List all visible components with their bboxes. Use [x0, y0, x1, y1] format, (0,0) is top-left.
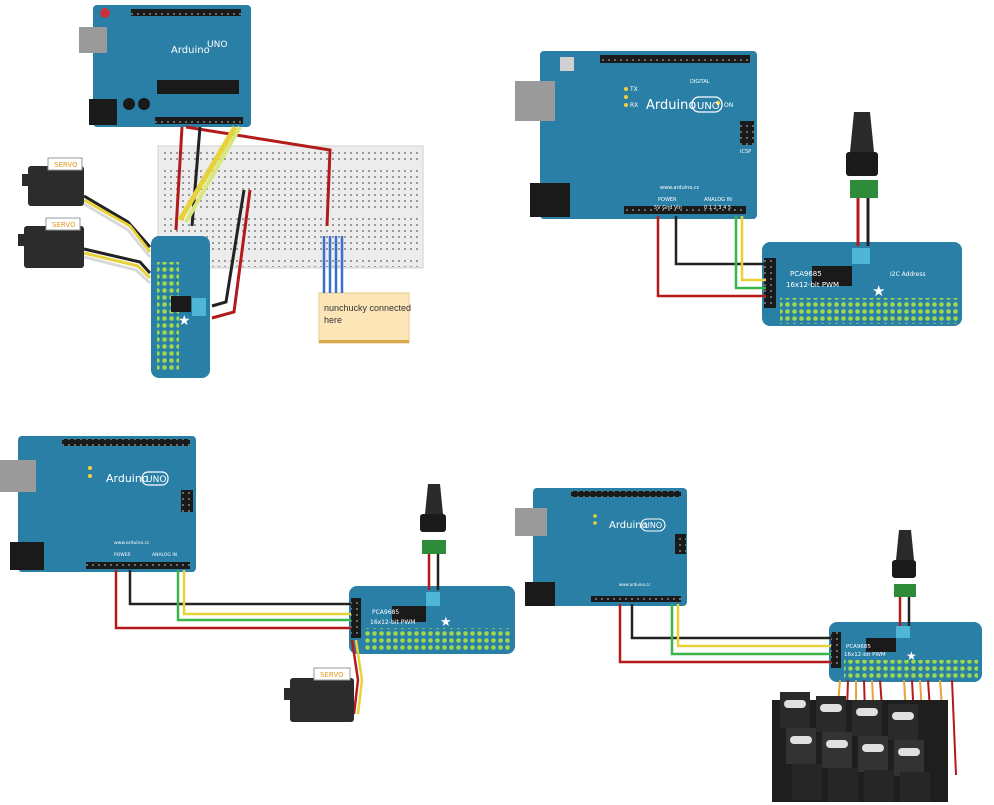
power-label: POWER: [658, 197, 677, 203]
pwm-driver-board-2: PCA9685 16x12-bit PWM I2C Address ★: [762, 242, 962, 326]
terminal-block: [896, 626, 910, 638]
star-icon: ★: [440, 615, 452, 630]
terminal-block: [426, 592, 440, 606]
star-icon: ★: [872, 282, 885, 300]
terminal-block: [192, 298, 206, 316]
pca-chip: [171, 296, 191, 312]
microcontroller-chip: [157, 80, 239, 94]
servo-2: SERVO: [18, 217, 84, 268]
uno-label: UNO: [207, 40, 227, 50]
uno-label: UNO: [146, 475, 166, 485]
servo-3: SERVO: [284, 667, 354, 722]
site-label: www.arduino.cc: [114, 540, 150, 546]
usb-connector: [79, 27, 107, 53]
power-analog-header: [624, 206, 746, 214]
power-analog-header: [591, 596, 681, 602]
digital-header: [571, 491, 681, 497]
terminal-block: [852, 248, 870, 264]
pwm-line2-label: 16x12-bit PWM: [844, 652, 886, 658]
uno-label: UNO: [644, 521, 662, 530]
on-label: ON: [724, 102, 733, 109]
arduino-label: Arduino: [609, 520, 648, 531]
power-jack: [89, 99, 117, 125]
wires-top-right: [656, 216, 766, 298]
pwm-driver-board-1: ★: [151, 236, 210, 378]
uno-label: UNO: [697, 101, 720, 112]
power-analog-header: [155, 117, 243, 124]
digital-label: DIGITAL: [690, 79, 710, 85]
digital-header: [600, 55, 750, 63]
site-label: www.arduino.cc: [619, 582, 651, 587]
pca-chip: [392, 606, 426, 622]
power-jack: [10, 542, 44, 570]
nunchuck-note: nunchucky connected here: [318, 292, 411, 344]
star-icon: ★: [178, 313, 191, 329]
pwm-driver-board-4: PCA9685 16x12-bit PWM ★: [829, 622, 982, 682]
servo-label: SERVO: [52, 221, 76, 229]
digital-header: [62, 439, 190, 446]
note-line-1: nunchucky connected: [324, 303, 411, 313]
pwm-chip-label: PCA9685: [372, 609, 399, 616]
arduino-label: Arduino: [106, 472, 149, 485]
arduino-board-3: Arduino UNO www.arduino.cc POWER ANALOG …: [0, 436, 196, 572]
dc-jack-3: [420, 484, 446, 590]
dc-jack-4: [892, 530, 916, 626]
arduino-label: Arduino: [646, 98, 696, 113]
star-icon: ★: [906, 649, 917, 663]
usb-connector: [515, 81, 555, 121]
reset-button: [100, 8, 110, 18]
pca-chip: [866, 638, 896, 652]
wires-bottom-right: [618, 604, 831, 664]
servo-array: [772, 692, 948, 802]
pwm-chip-label: PCA9685: [846, 644, 871, 650]
arduino-board-4: Arduino UNO www.arduino.cc: [515, 488, 687, 606]
arduino-board-1: Arduino UNO: [79, 5, 251, 127]
usb-connector: [0, 460, 36, 492]
wires-bottom-left: [114, 570, 364, 715]
dc-jack-2: [846, 112, 878, 246]
rx-label: RX: [630, 102, 638, 109]
icsp-label: ICSP: [740, 149, 751, 155]
analog-label: ANALOG IN: [152, 552, 177, 558]
icsp-header: [181, 490, 193, 512]
power-label: POWER: [114, 552, 131, 558]
arduino-label: Arduino: [171, 45, 210, 56]
servo-label: SERVO: [320, 671, 344, 679]
breadboard: [157, 145, 424, 269]
analog-label: ANALOG IN: [704, 197, 732, 203]
analog-pins-label: 0 1 2 3 4 5: [704, 205, 731, 211]
icsp-header: [740, 121, 754, 145]
pwm-driver-board-3: PCA9685 16x12-bit PWM ★: [349, 586, 515, 654]
pca-chip: [812, 266, 852, 286]
note-line-2: here: [324, 315, 342, 325]
usb-connector: [515, 508, 547, 536]
nunchuck-wires: [322, 236, 344, 293]
i2c-label: I2C Address: [890, 271, 926, 278]
site-label: www.arduino.cc: [660, 185, 700, 191]
pwm-line2-label: 16x12-bit PWM: [370, 619, 415, 626]
power-pins-label: 5V Gnd Vin: [654, 205, 682, 211]
power-jack: [525, 582, 555, 606]
servo-label: SERVO: [54, 161, 78, 169]
power-analog-header: [86, 562, 190, 569]
power-jack: [530, 183, 570, 217]
icsp-header: [675, 534, 686, 554]
tx-label: TX: [629, 86, 638, 93]
pwm-chip-label: PCA9685: [790, 270, 822, 278]
pwm-line2-label: 16x12-bit PWM: [786, 281, 839, 289]
servo-1: SERVO: [22, 157, 84, 206]
wires-top-left: [83, 125, 332, 320]
digital-header: [131, 9, 241, 16]
arduino-board-2: TX RX Arduino UNO ON ICSP DIGITAL www.ar…: [515, 51, 757, 219]
